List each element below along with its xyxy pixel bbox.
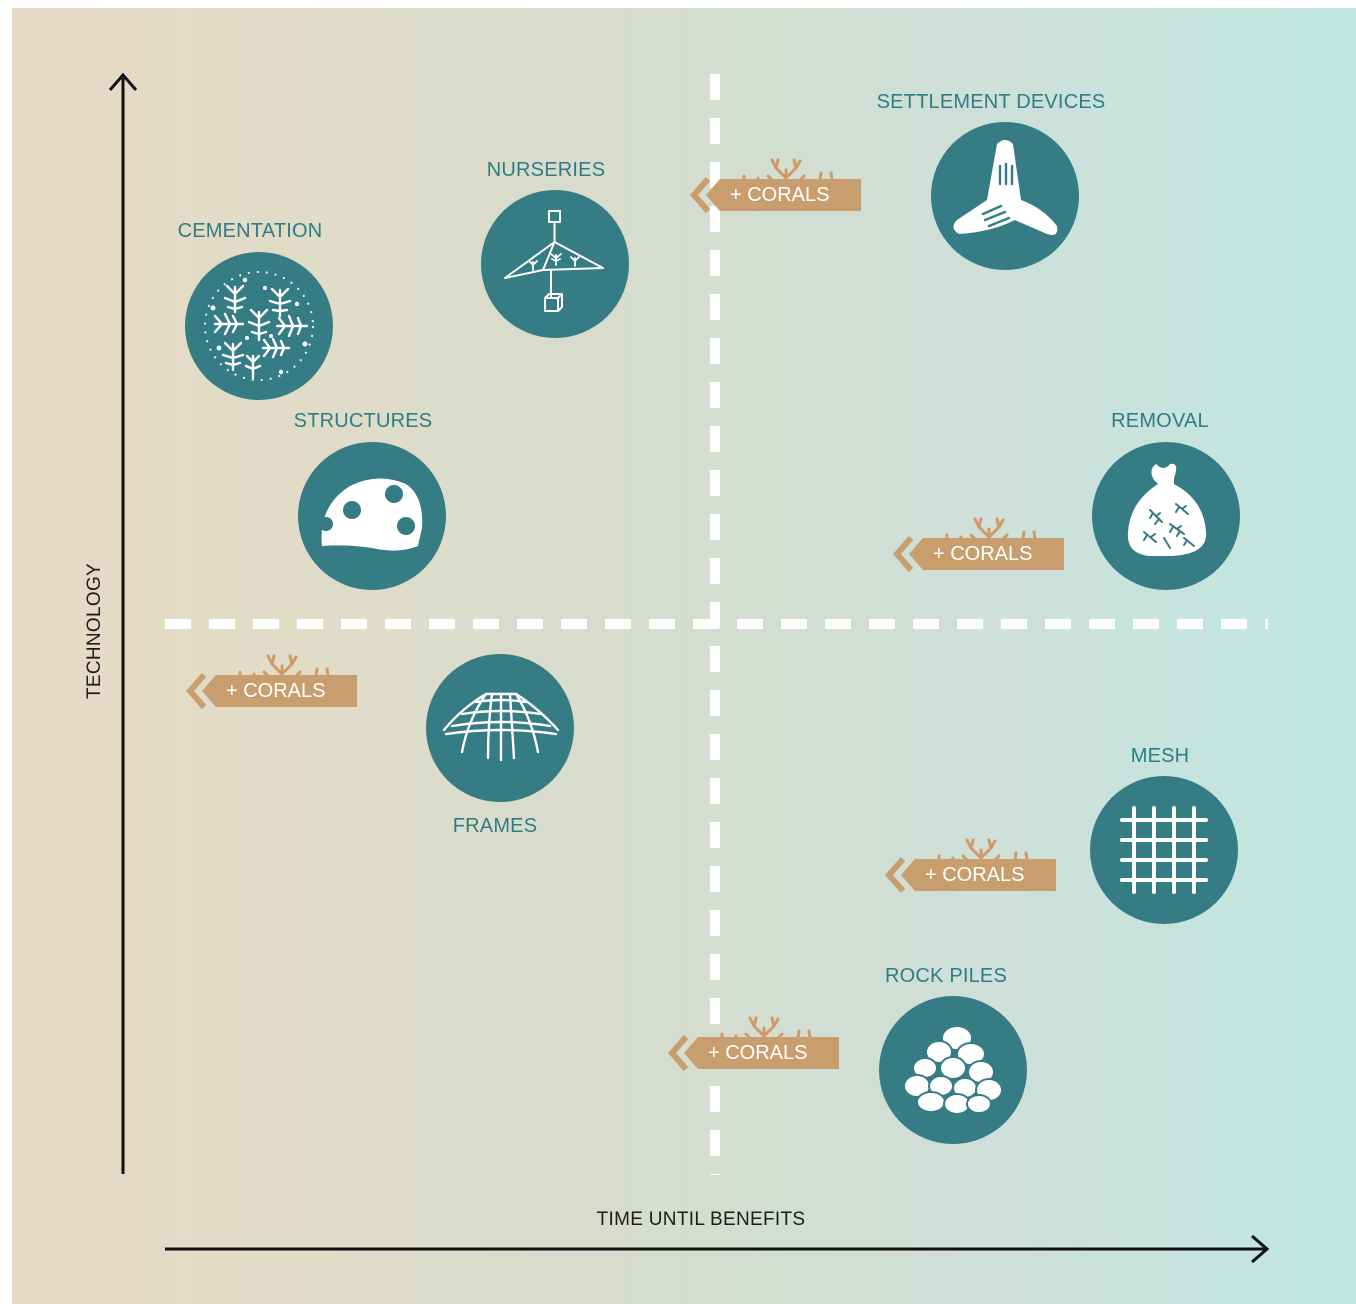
corals-badge-text: + CORALS bbox=[226, 680, 326, 702]
corals-badge-rock-piles: + CORALS bbox=[668, 984, 843, 1119]
circle-settlement-devices bbox=[931, 122, 1079, 270]
label-removal: REMOVAL bbox=[1111, 410, 1209, 432]
label-mesh: MESH bbox=[1130, 745, 1190, 767]
label-cementation: CEMENTATION bbox=[177, 220, 323, 242]
coral-fragments-icon bbox=[204, 271, 314, 381]
circle-structures bbox=[298, 442, 446, 590]
coral-plus-icon bbox=[186, 654, 357, 709]
circle-frames bbox=[426, 654, 574, 802]
x-axis-title: TIME UNTIL BENEFITS bbox=[596, 1209, 806, 1230]
corals-badge-mesh: + CORALS bbox=[885, 806, 1060, 941]
circle-nurseries bbox=[481, 190, 629, 338]
circle-mesh bbox=[1090, 776, 1238, 924]
y-axis-title: TECHNOLOGY bbox=[84, 562, 105, 700]
tripod-settlement-icon bbox=[953, 140, 1058, 235]
corals-badge-text: + CORALS bbox=[708, 1042, 808, 1064]
corals-badge-settlement: + CORALS bbox=[690, 126, 865, 261]
label-settlement-devices: SETTLEMENT DEVICES bbox=[876, 91, 1106, 113]
rock-pile-icon bbox=[903, 1025, 1003, 1115]
label-nurseries: NURSERIES bbox=[486, 159, 606, 181]
coral-plus-icon bbox=[885, 838, 1056, 893]
coral-nursery-icon bbox=[504, 210, 604, 312]
corals-badge-text: + CORALS bbox=[925, 864, 1025, 886]
dome-frame-icon bbox=[442, 692, 560, 762]
circle-cementation bbox=[185, 252, 333, 400]
grid-mesh-icon bbox=[1120, 806, 1208, 894]
corals-badge-text: + CORALS bbox=[730, 184, 830, 206]
corals-badge-removal: + CORALS bbox=[893, 485, 1068, 620]
label-frames: FRAMES bbox=[452, 815, 538, 837]
label-rock-piles: ROCK PILES bbox=[884, 965, 1008, 987]
label-structures: STRUCTURES bbox=[293, 410, 433, 432]
y-axis-arrow bbox=[108, 72, 138, 1174]
diagram-panel bbox=[12, 8, 1356, 1304]
x-axis-arrow bbox=[165, 1234, 1270, 1264]
corals-badge-frames: + CORALS bbox=[186, 622, 361, 757]
circle-rock-piles bbox=[879, 996, 1027, 1144]
coral-plus-icon bbox=[893, 517, 1064, 572]
coral-plus-icon bbox=[690, 158, 861, 213]
debris-bag-icon bbox=[1127, 463, 1207, 556]
circle-removal bbox=[1092, 442, 1240, 590]
corals-badge-text: + CORALS bbox=[933, 543, 1033, 565]
coral-plus-icon bbox=[668, 1016, 839, 1071]
reef-structure-icon bbox=[319, 478, 423, 551]
